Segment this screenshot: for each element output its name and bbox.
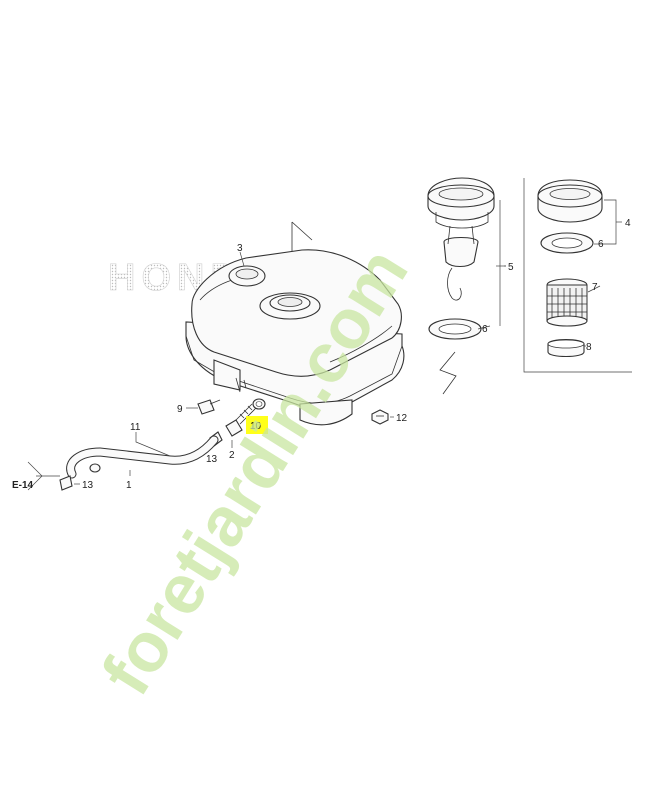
callout-10: 10 xyxy=(250,421,262,432)
callout-8: 8 xyxy=(586,342,592,353)
callout-1: 1 xyxy=(126,480,132,491)
callout-13-upper: 13 xyxy=(206,454,218,465)
highlight-box-10 xyxy=(246,416,268,434)
callout-2: 2 xyxy=(229,450,235,461)
fuel-tank xyxy=(185,249,405,426)
callout-5: 5 xyxy=(508,262,514,273)
callout-3: 3 xyxy=(237,243,243,254)
callout-6-lower: 6 xyxy=(482,324,488,335)
filler-cap-assembly xyxy=(427,177,495,340)
callout-13-lower: 13 xyxy=(82,480,94,491)
callout-12: 12 xyxy=(396,413,408,424)
cap-filter-kit-box xyxy=(523,178,632,373)
fuel-valve-parts xyxy=(59,398,389,491)
callout-6-kit: 6 xyxy=(598,239,604,250)
callout-9: 9 xyxy=(177,404,183,415)
callout-e14: E-14 xyxy=(12,480,34,491)
callout-11: 11 xyxy=(130,422,141,433)
callout-7: 7 xyxy=(592,282,598,293)
e14-reference xyxy=(27,461,60,491)
callout-4: 4 xyxy=(625,218,631,229)
leader-lines xyxy=(74,243,604,485)
